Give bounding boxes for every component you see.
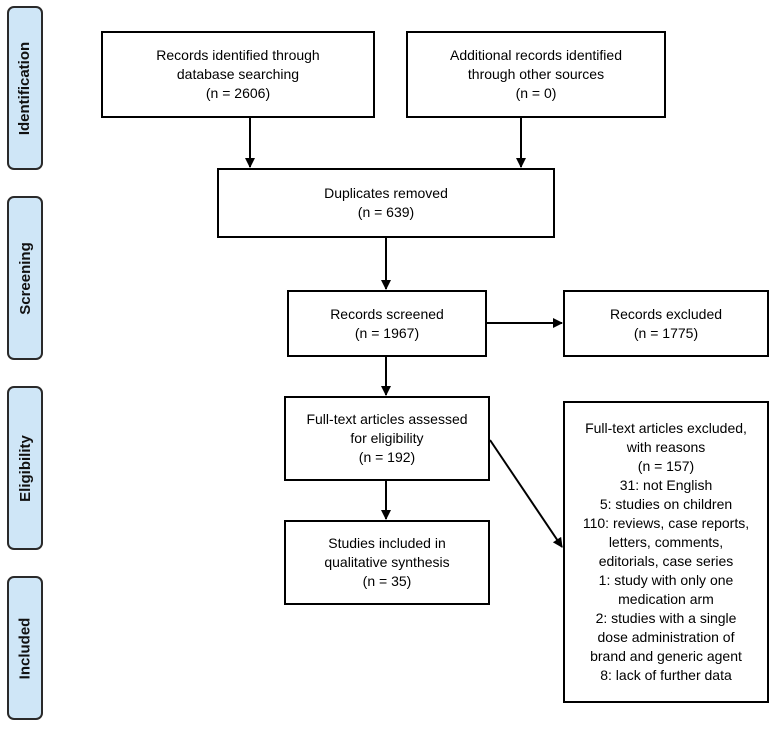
stage-eligibility (7, 386, 43, 550)
stage-identification (7, 6, 43, 170)
records-excluded-box: Records excluded (n = 1775) (563, 290, 769, 357)
database-search-box: Records identified through database sear… (101, 31, 375, 118)
stage-included (7, 576, 43, 720)
arrow-assessed-to-excluded (489, 439, 563, 548)
records-screened-box: Records screened (n = 1967) (287, 290, 487, 357)
fulltext-assessed-box: Full-text articles assessed for eligibil… (284, 396, 490, 481)
other-sources-box: Additional records identified through ot… (406, 31, 666, 118)
stage-screening (7, 196, 43, 360)
fulltext-excluded-box: Full-text articles excluded, with reason… (563, 401, 769, 703)
studies-included-box: Studies included in qualitative synthesi… (284, 520, 490, 605)
duplicates-removed-box: Duplicates removed (n = 639) (217, 168, 555, 238)
